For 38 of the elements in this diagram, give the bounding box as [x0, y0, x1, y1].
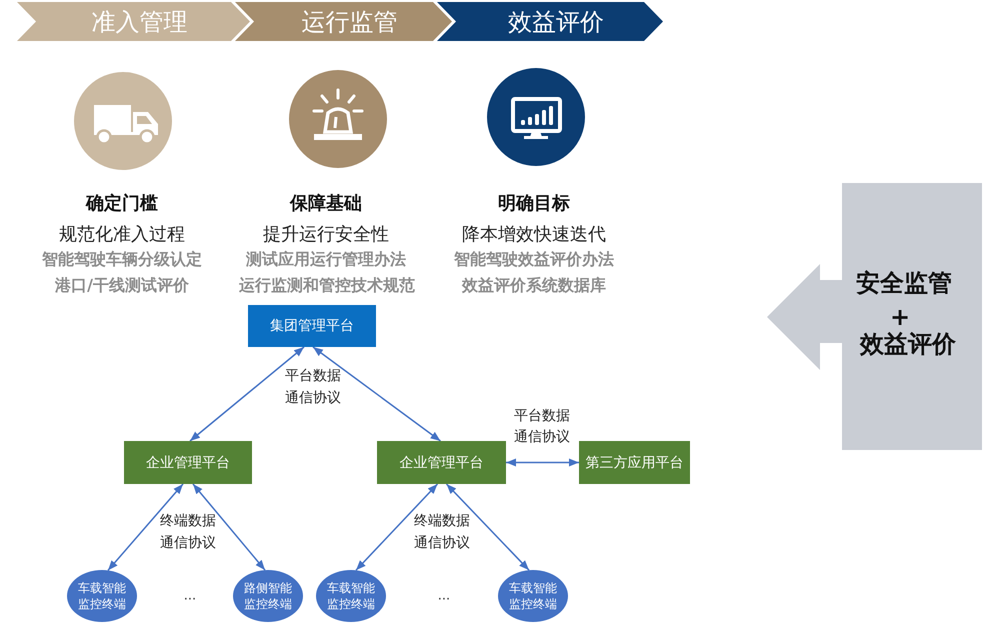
panel-text: 安全监管	[856, 268, 952, 299]
column-heading: 明确目标	[498, 192, 570, 215]
panel-text: +	[890, 303, 910, 331]
double-arrow	[192, 484, 266, 571]
double-arrow	[506, 458, 579, 466]
double-arrow	[446, 483, 530, 571]
chevron-banner: 效益评价	[437, 2, 663, 41]
terminal-ellipse: 车载智能监控终端	[316, 570, 386, 622]
ellipsis-text: ...	[438, 588, 450, 604]
double-arrow	[107, 484, 184, 571]
terminal-ellipse: 车载智能监控终端	[498, 570, 568, 622]
chevron-banner: 运行监管	[235, 2, 452, 41]
terminal-ellipse: 车载智能监控终端	[67, 570, 137, 622]
platform-box: 第三方应用平台	[579, 441, 690, 484]
column-text: 规范化准入过程	[59, 223, 185, 246]
note-text: 测试应用运行管理办法	[246, 250, 406, 270]
protocol-label: 终端数据通信协议	[159, 512, 217, 553]
protocol-label: 终端数据通信协议	[413, 512, 471, 553]
note-text: 运行监测和管控技术规范	[239, 276, 415, 296]
column-heading: 保障基础	[290, 192, 362, 215]
column-heading: 确定门槛	[86, 192, 158, 215]
note-text: 港口/干线测试评价	[55, 276, 189, 296]
double-arrow	[190, 346, 304, 442]
platform-box: 企业管理平台	[124, 441, 252, 484]
note-text: 智能驾驶车辆分级认定	[42, 250, 202, 270]
ellipsis-text: ...	[184, 588, 196, 604]
column-text: 提升运行安全性	[263, 223, 389, 246]
double-arrow	[312, 346, 441, 442]
platform-box: 集团管理平台	[248, 305, 376, 347]
chevron-banner: 准入管理	[17, 2, 250, 41]
double-arrow	[355, 483, 438, 571]
note-text: 效益评价系统数据库	[462, 276, 606, 296]
protocol-label: 平台数据通信协议	[284, 367, 342, 408]
platform-box: 企业管理平台	[377, 441, 506, 484]
panel-text: 效益评价	[860, 329, 956, 360]
terminal-ellipse: 路侧智能监控终端	[233, 570, 303, 622]
note-text: 智能驾驶效益评价办法	[454, 250, 614, 270]
column-text: 降本增效快速迭代	[462, 223, 606, 246]
